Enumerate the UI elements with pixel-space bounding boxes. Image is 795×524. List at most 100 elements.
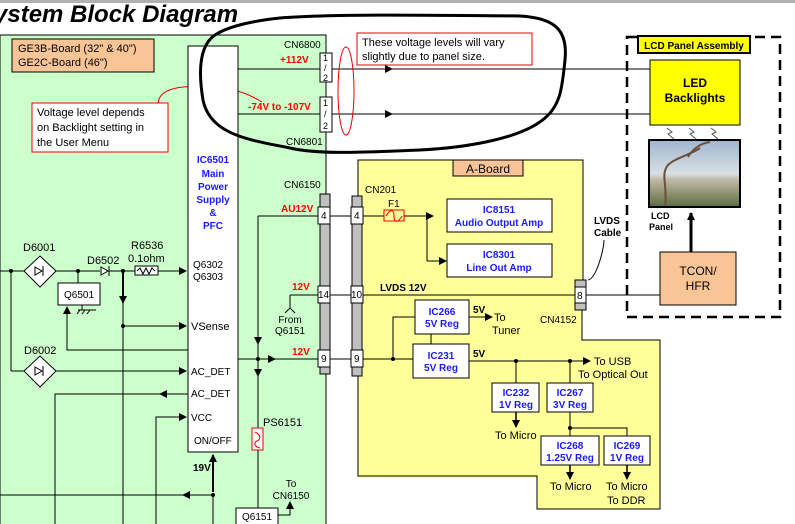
page-title: ystem Block Diagram (0, 1, 238, 28)
ic268-desc: 1.25V Reg (546, 453, 594, 464)
voltage-12v-b: 12V (292, 347, 310, 358)
a-board-outline (357, 159, 661, 510)
r6536-label: R6536 (131, 240, 163, 252)
ic6501-line-power: Power (198, 182, 228, 193)
cn6800-label: CN6800 (284, 40, 321, 51)
voltage-note-line-2: on Backlight setting in (37, 122, 144, 134)
lvds-cable-line-2: Cable (594, 228, 622, 239)
board-name-label (11, 38, 155, 73)
cn6800-connector (319, 52, 333, 83)
voltage-5v-a: 5V (473, 305, 486, 316)
ic266-id: IC266 (429, 307, 456, 318)
wire-to-ic266 (392, 316, 415, 359)
ic6501-box (187, 45, 239, 453)
ic267-id: IC267 (557, 388, 584, 399)
pin-ac-det-1: AC_DET (191, 367, 230, 378)
cn6150-connector (319, 193, 331, 375)
diode-icon (34, 266, 44, 276)
to-micro-1: To Micro (495, 430, 537, 442)
diode-icon-2 (34, 366, 44, 376)
to-tuner-line-1: To (494, 312, 506, 324)
callout-line-1: These voltage levels will vary (362, 37, 505, 49)
resistor-icon (136, 266, 156, 276)
ic8301-desc: Line Out Amp (466, 263, 531, 274)
ic8301-id: IC8301 (483, 250, 516, 261)
to-micro-2: To Micro (550, 481, 592, 493)
ic269-id: IC269 (614, 441, 641, 452)
voltage-note-line-3: the User Menu (37, 137, 109, 149)
ic268-id: IC268 (557, 441, 584, 452)
ic6501-line-main: Main (202, 169, 225, 180)
cn6150-pin-9-label: 9 (321, 354, 327, 365)
voltage-au12v: AU12V (281, 204, 314, 215)
cn6801-pin-sep: / (324, 109, 327, 119)
board-name-1: GE3B-Board (32" & 40") (18, 43, 136, 55)
led-backlights-box (649, 59, 741, 126)
tcon-label-1: TCON/ (679, 264, 717, 278)
d6001-label: D6001 (23, 242, 55, 254)
q6501-label: Q6501 (64, 290, 94, 301)
lcd-assembly-title: LCD Panel Assembly (644, 41, 744, 52)
f1-label: F1 (388, 199, 400, 210)
wire-to-ic269 (570, 427, 628, 436)
voltage-note-line-1: Voltage level depends (37, 107, 145, 119)
from-q6151-line-2: Q6151 (275, 326, 305, 337)
ic231-id: IC231 (428, 351, 455, 362)
lvds-cable-pointer (587, 239, 605, 281)
light-rays-icon (666, 127, 719, 140)
callout-box (356, 32, 533, 66)
hand-drawn-loop (199, 13, 567, 154)
pin-q6302: Q6302 (193, 260, 223, 271)
wire-ac-det-out (54, 393, 188, 524)
led-label-2: Backlights (665, 91, 726, 105)
to-cn6150-line-1: To (286, 479, 297, 490)
cn201-pin-4-label: 4 (354, 211, 360, 222)
cn201-label: CN201 (365, 185, 397, 196)
callout-line-2: slightly due to panel size. (362, 51, 485, 63)
tcon-box (659, 251, 737, 306)
top-border-bar (0, 0, 795, 3)
cn6800-pin-sep: / (324, 63, 327, 73)
from-q6151-line-1: From (278, 315, 301, 326)
cn201-pin-10-label: 10 (351, 290, 363, 301)
ic269-box (603, 435, 651, 466)
voltage-note-box (31, 102, 169, 153)
from-q6151-fork (284, 307, 296, 314)
ic8151-box (446, 198, 553, 233)
lvds-12v-label: LVDS 12V (380, 283, 427, 294)
ic6501-line-supply: Supply (196, 195, 230, 206)
tree-illustration (663, 141, 711, 206)
voltage-19v: 19V (193, 463, 211, 474)
voltage-12v-a: 12V (292, 282, 310, 293)
ic232-desc: 1V Reg (499, 400, 533, 411)
led-label-1: LED (683, 76, 707, 90)
voltage-5v-b: 5V (473, 349, 486, 360)
cn6150-pin-14-label: 14 (318, 290, 330, 301)
pin-q6303: Q6303 (193, 272, 223, 283)
voltage-negative: -74V to -107V (248, 102, 311, 113)
ic8151-id: IC8151 (483, 205, 516, 216)
r6536-value: 0.1ohm (128, 253, 165, 265)
d6002-label: D6002 (24, 345, 56, 357)
d6001-bridge (23, 255, 57, 288)
to-cn6150-line-2: CN6150 (273, 491, 310, 502)
cn6800-pin-1: 1 (323, 53, 328, 63)
tcon-label-2: HFR (686, 279, 711, 293)
a-board-title: A-Board (466, 162, 510, 176)
wire-vcc (155, 413, 187, 524)
pin-ac-det-2: AC_DET (191, 389, 230, 400)
cn6801-label: CN6801 (286, 137, 323, 148)
q6151-label: Q6151 (242, 512, 272, 523)
ic267-desc: 3V Reg (553, 400, 587, 411)
cn4152-label: CN4152 (540, 315, 577, 326)
q6151-to-cn6150-arrow (278, 501, 294, 516)
voltage-112v: +112V (280, 55, 309, 66)
lvds-cable-line-1: LVDS (594, 216, 620, 227)
pin-on-off: ON/OFF (194, 436, 232, 447)
d6002-bridge (23, 355, 57, 388)
ic232-id: IC232 (503, 388, 530, 399)
ic6501-line-pfc: PFC (203, 221, 223, 232)
ic269-desc: 1V Reg (610, 453, 644, 464)
ic268-box (540, 435, 600, 466)
